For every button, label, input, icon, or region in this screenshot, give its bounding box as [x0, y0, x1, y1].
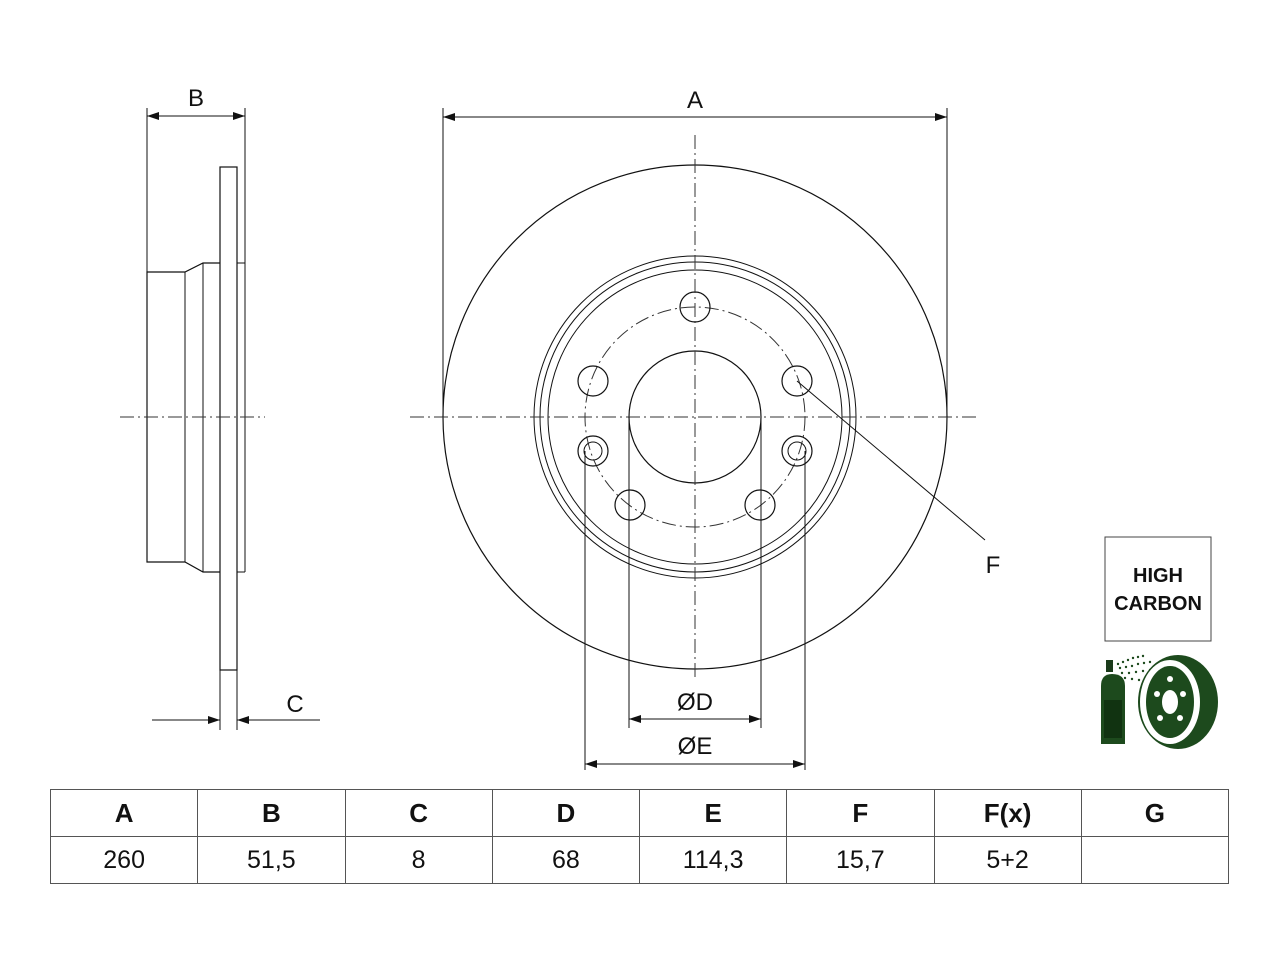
- badge-line-1: HIGH: [1133, 565, 1183, 587]
- header-cell: E: [638, 789, 788, 837]
- value-cell: 114,3: [638, 836, 788, 884]
- high-carbon-badge: HIGH CARBON: [1104, 536, 1212, 642]
- table-header-row: A B C D E F F(x) G: [49, 789, 1230, 837]
- bolt-holes: [577, 291, 813, 521]
- label-a: A: [687, 87, 703, 114]
- header-cell: F: [786, 789, 935, 837]
- header-cell: G: [1080, 789, 1230, 837]
- side-view: B C: [120, 85, 320, 730]
- value-cell: 51,5: [197, 836, 346, 884]
- header-cell: D: [491, 789, 641, 837]
- header-cell: F(x): [933, 789, 1082, 837]
- label-d: ØD: [677, 689, 713, 716]
- value-cell: [1080, 836, 1230, 884]
- specification-table: A B C D E F F(x) G 260 51,5 8 68 114,3 1…: [49, 789, 1230, 884]
- header-cell: C: [344, 789, 493, 837]
- table-value-row: 260 51,5 8 68 114,3 15,7 5+2: [49, 836, 1230, 884]
- value-cell: 8: [344, 836, 493, 884]
- header-cell: B: [197, 789, 346, 837]
- bolt-hole: [781, 365, 813, 397]
- threaded-hole: [781, 435, 813, 467]
- front-view: A ØD ØE F: [410, 87, 1000, 770]
- label-b: B: [188, 85, 204, 112]
- badge-line-2: CARBON: [1114, 593, 1202, 615]
- value-cell: 5+2: [933, 836, 1082, 884]
- label-c: C: [286, 691, 303, 718]
- bolt-hole: [577, 365, 609, 397]
- bolt-hole: [614, 489, 646, 521]
- leader-line-f: [796, 380, 986, 541]
- value-cell: 68: [491, 836, 641, 884]
- header-cell: A: [49, 789, 199, 837]
- value-cell: 260: [49, 836, 199, 884]
- threaded-hole: [577, 435, 609, 467]
- coated-brake-disc-spray-icon: [1101, 654, 1218, 749]
- side-disc-plate: [219, 166, 238, 671]
- value-cell: 15,7: [786, 836, 935, 884]
- bolt-hole: [744, 489, 776, 521]
- label-e: ØE: [678, 733, 713, 760]
- label-f: F: [986, 552, 1001, 579]
